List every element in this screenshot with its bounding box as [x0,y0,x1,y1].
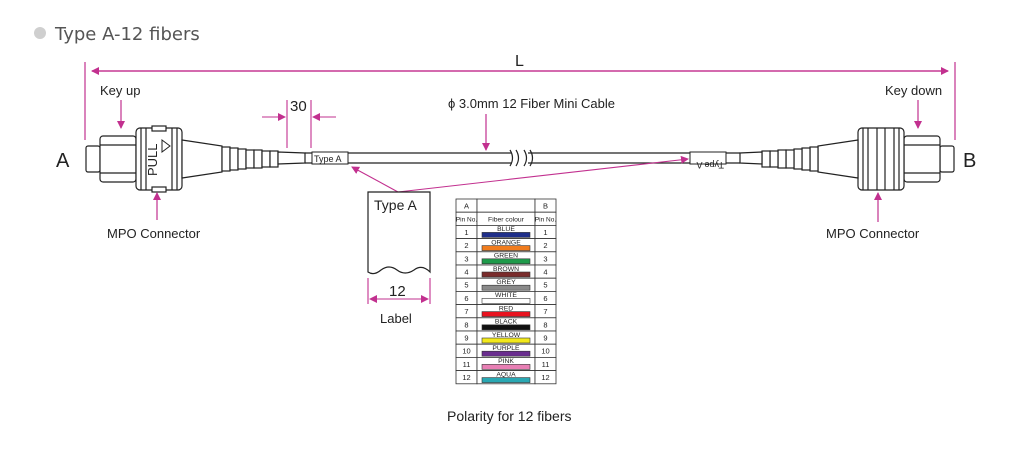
fiber-colour-swatch [481,350,531,357]
table-row-pin-a: 12 [462,373,470,382]
table-row-pin-a: 6 [464,294,468,303]
table-row-pin-a: 10 [462,347,470,356]
table-row-colour-name: GREEN [494,253,518,260]
table-cell [534,370,557,385]
table-row-pin-b: 10 [541,347,549,356]
mpo-connector-right [739,127,955,191]
table-row-pin-b: 2 [543,241,547,250]
table-row-colour-name: WHITE [495,292,517,299]
table-row-colour-name: PURPLE [492,345,520,352]
table-header-a: A [464,202,469,211]
table-row-colour-name: BROWN [493,266,519,273]
table-row-pin-a: 7 [464,307,468,316]
boot-label-right-text: Type A [696,160,724,170]
table-row-colour-name: BLACK [495,319,518,326]
table-col-pin-a: Pin No. [456,217,478,224]
label-tag: Type A 12 Label [367,191,431,326]
fiber-colour-swatch [481,311,531,317]
end-b-label: B [963,150,976,172]
connector-left-label: MPO Connector [107,226,201,241]
dim-30: 30 [262,98,336,148]
table-row-pin-a: 4 [464,268,468,277]
label-tag-text: Type A [374,197,417,213]
key-up-label: Key up [100,83,140,98]
table-row-pin-a: 9 [464,334,468,343]
table-col-pin-b: Pin No. [535,217,557,224]
table-row-pin-b: 11 [542,360,550,369]
table-row-pin-a: 8 [464,320,468,329]
pull-triangle-icon [161,139,171,153]
table-row-pin-b: 1 [543,228,547,237]
length-label: L [515,53,524,70]
mpo-connector-left [85,125,306,193]
cable [305,149,740,167]
table-row-pin-a: 1 [464,228,468,237]
table-row-colour-name: ORANGE [491,239,521,246]
table-row-pin-b: 7 [543,307,547,316]
key-down-label: Key down [885,83,942,98]
connector-right-label: MPO Connector [826,226,920,241]
tag-leader-left [351,166,399,193]
cable-break-icon [509,149,520,167]
table-row-colour-name: AQUA [496,371,516,378]
title-bullet-icon [34,27,46,39]
fiber-colour-swatch [481,337,531,344]
boot-label-right [689,151,727,165]
table-row-pin-b: 5 [543,281,547,290]
fiber-colour-swatch [481,271,531,278]
label-dim-text: 12 [389,283,406,300]
fiber-colour-swatch [481,232,531,238]
boot-label-left-text: Type A [314,154,342,164]
table-row-colour-name: GREY [496,279,516,286]
table-col-colour: Fiber colour [488,217,525,224]
table-header-b: B [543,202,548,211]
fiber-colour-swatch [481,258,531,265]
table-row-colour-name: BLUE [497,226,515,233]
length-dimension: L [84,53,956,140]
table-row-colour-name: PINK [498,358,514,365]
fiber-colour-swatch [481,284,531,291]
table-row-colour-name: YELLOW [492,332,521,339]
pull-text: PULL [145,143,160,176]
table-row-pin-b: 8 [543,320,547,329]
fiber-colour-swatch [481,245,531,251]
table-row-pin-b: 6 [543,294,547,303]
table-row-pin-a: 2 [464,241,468,250]
table-cell [476,198,536,213]
fiber-colour-swatch [481,324,531,331]
end-a-label: A [56,150,70,172]
page-title: Type A-12 fibers [54,24,200,45]
dim-30-text: 30 [290,98,307,115]
table-row-pin-b: 9 [543,334,547,343]
table-row-pin-b: 4 [543,268,547,277]
cable-label: ϕ 3.0mm 12 Fiber Mini Cable [448,96,615,111]
table-row-colour-name: RED [499,305,513,312]
table-row-pin-a: 5 [464,281,468,290]
polarity-caption: Polarity for 12 fibers [447,408,572,424]
tag-leader-right [397,155,689,193]
fiber-colour-swatch [481,298,531,304]
table-row-pin-a: 3 [464,254,468,263]
table-row-pin-b: 3 [543,254,547,263]
table-row-pin-b: 12 [541,373,549,382]
table-row-pin-a: 11 [463,360,471,369]
label-caption: Label [380,311,412,326]
fiber-colour-swatch [481,364,531,370]
boot-label-left [311,151,349,165]
fiber-colour-swatch [481,377,531,383]
